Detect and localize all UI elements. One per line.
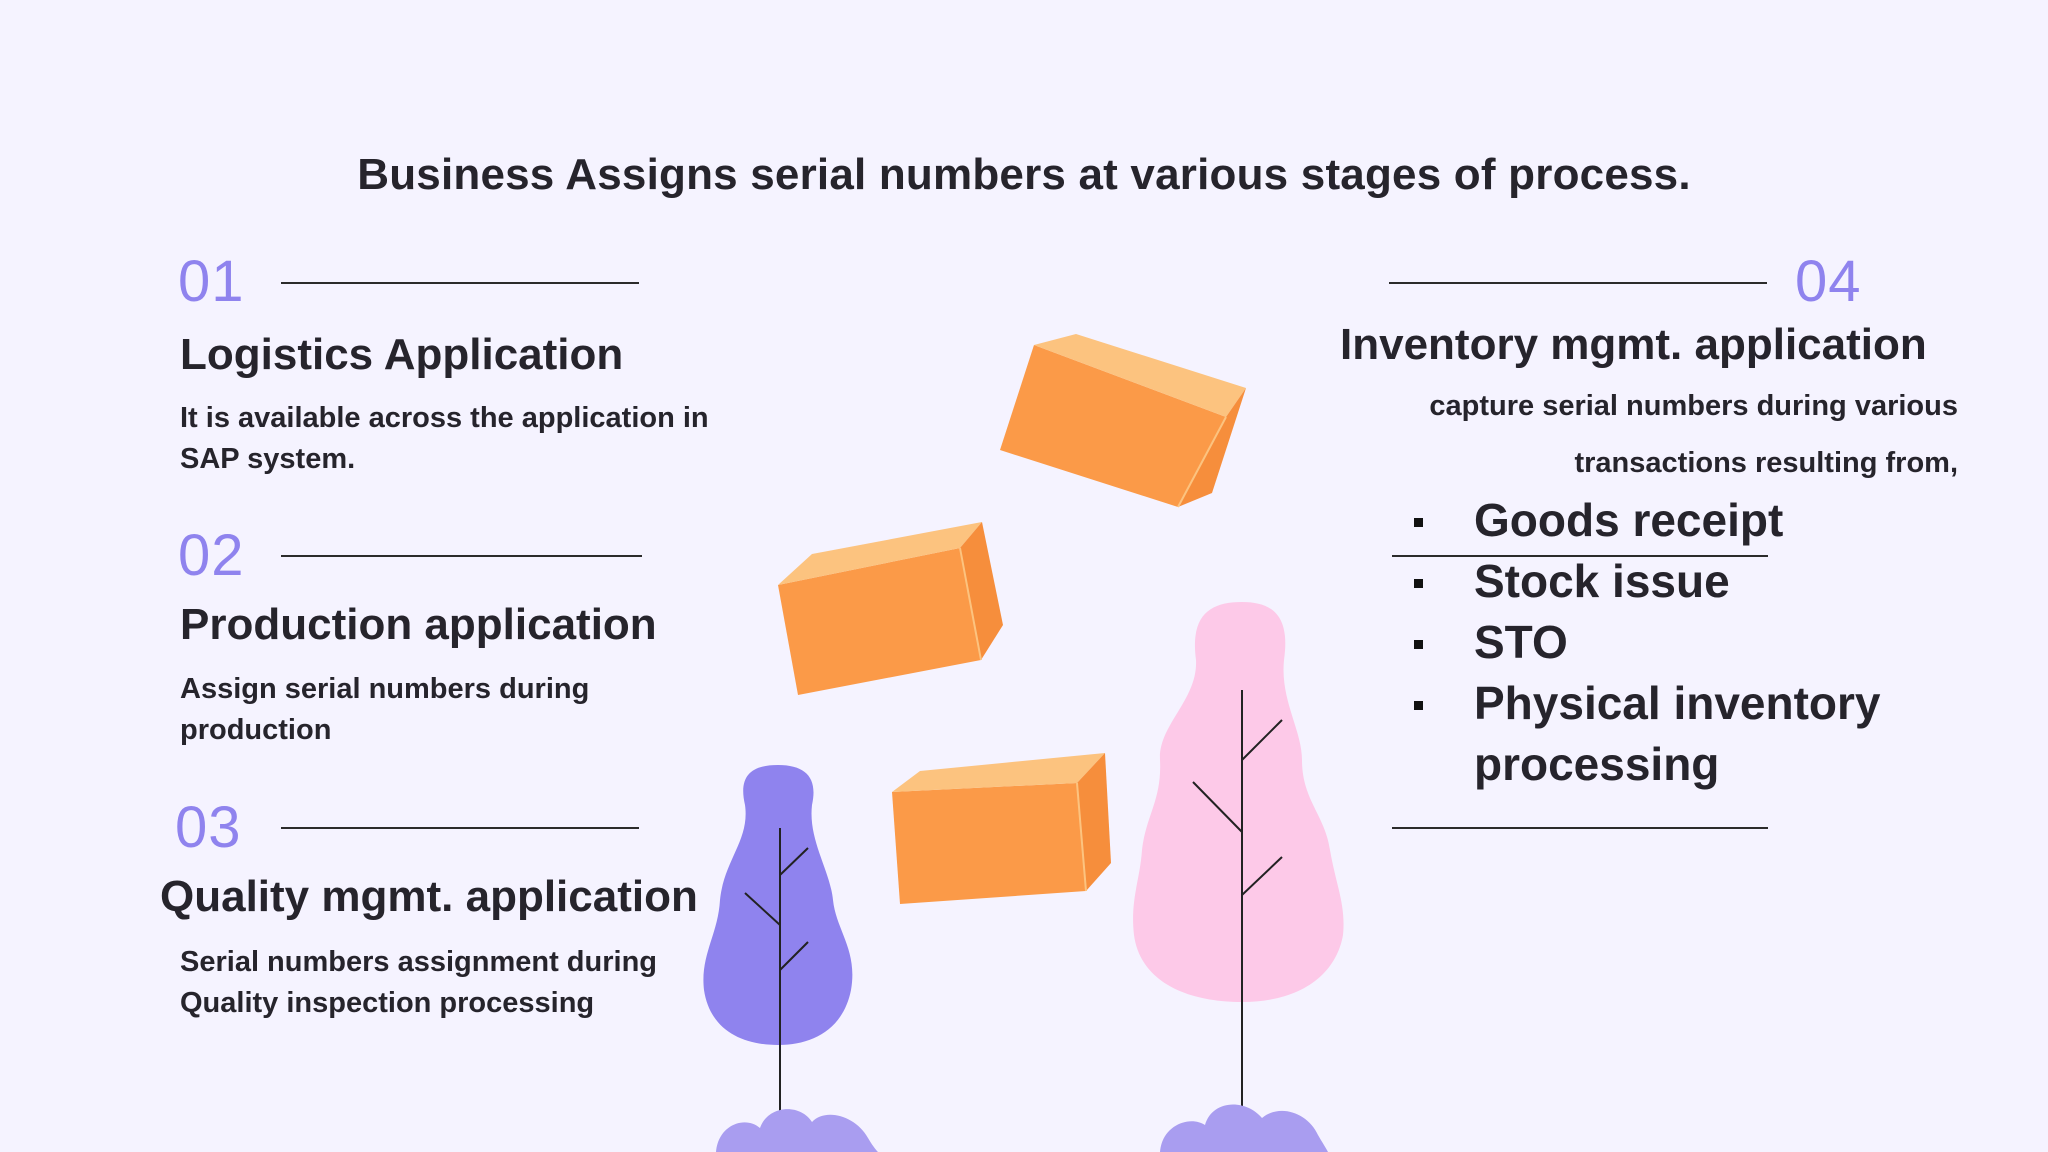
section-number-02: 02: [178, 523, 245, 588]
list-item-text: Goods receipt: [1474, 494, 1784, 546]
section-title-quality: Quality mgmt. application: [160, 872, 698, 921]
square-bullet-icon: [1414, 518, 1423, 527]
divider-line: [281, 282, 639, 284]
divider-line: [1389, 282, 1767, 284]
section-number-03: 03: [175, 795, 242, 860]
square-bullet-icon: [1414, 579, 1423, 588]
box-icon: [778, 522, 1003, 695]
page-title: Business Assigns serial numbers at vario…: [357, 150, 1691, 199]
tree-icon: [703, 765, 878, 1152]
divider-line: [281, 827, 639, 829]
section-number-01: 01: [178, 249, 245, 314]
divider-line: [1392, 555, 1768, 557]
list-item: Goods receipt: [1390, 490, 1950, 551]
divider-line: [281, 555, 642, 557]
divider-line: [1392, 827, 1768, 829]
section-title-logistics: Logistics Application: [180, 330, 624, 379]
section-description-inventory-line2: transactions resulting from,: [1574, 447, 1958, 479]
section-title-inventory: Inventory mgmt. application: [1340, 320, 1927, 369]
list-item: STO: [1390, 612, 1950, 673]
section-description-inventory-line1: capture serial numbers during various: [1429, 390, 1958, 422]
list-item-text: Stock issue: [1474, 555, 1730, 607]
bullet-list: Goods receipt Stock issue STO Physical i…: [1390, 490, 1950, 795]
section-description-production: Assign serial numbers during production: [180, 673, 590, 746]
list-item-text: Physical inventory processing: [1474, 677, 1881, 790]
box-icon: [892, 753, 1111, 904]
box-icon: [1000, 334, 1246, 508]
section-title-production: Production application: [180, 600, 657, 649]
square-bullet-icon: [1414, 640, 1423, 649]
tree-icon: [1133, 602, 1344, 1152]
square-bullet-icon: [1414, 701, 1423, 710]
list-item: Stock issue: [1390, 551, 1950, 612]
list-item-text: STO: [1474, 616, 1568, 668]
section-description-logistics: It is available across the application i…: [180, 402, 709, 475]
list-item: Physical inventory processing: [1390, 673, 1950, 795]
section-description-quality: Serial numbers assignment during Quality…: [180, 946, 657, 1019]
section-number-04: 04: [1795, 249, 1862, 314]
